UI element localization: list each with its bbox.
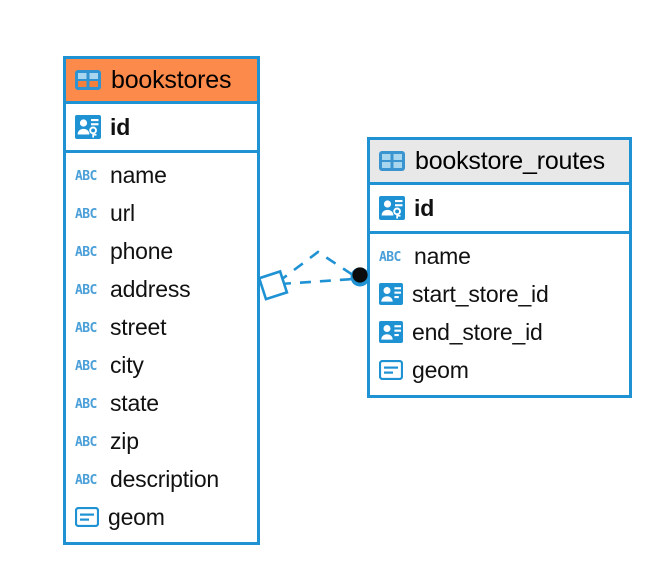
entity-bookstore-routes-pk-section: id [370, 185, 629, 234]
foreign-key-icon [379, 283, 403, 305]
field-row-url[interactable]: ABC url [66, 194, 257, 232]
svg-text:ABC: ABC [75, 283, 97, 297]
relationship-line-start-store [277, 250, 357, 284]
primary-key-icon [75, 115, 101, 139]
field-label-end-store-id: end_store_id [412, 318, 543, 345]
abc-text-icon: ABC [75, 357, 101, 373]
abc-text-icon: ABC [379, 248, 405, 264]
field-row-state[interactable]: ABC state [66, 384, 257, 422]
svg-text:ABC: ABC [75, 397, 97, 411]
svg-text:ABC: ABC [75, 169, 97, 183]
field-label-geom: geom [108, 503, 165, 530]
table-icon [75, 70, 101, 90]
field-label-zip: zip [110, 427, 139, 454]
relationship-line-end-store [279, 277, 355, 286]
field-row-end-store-id[interactable]: end_store_id [370, 313, 629, 351]
svg-text:ABC: ABC [75, 245, 97, 259]
field-row-name[interactable]: ABC name [370, 237, 629, 275]
entity-bookstores[interactable]: bookstores id [63, 56, 260, 545]
table-icon [379, 151, 405, 171]
field-row-zip[interactable]: ABC zip [66, 422, 257, 460]
entity-bookstore-routes-title: bookstore_routes [415, 146, 605, 175]
field-label-id: id [414, 194, 435, 221]
field-label-phone: phone [110, 237, 173, 264]
field-label-geom: geom [412, 356, 469, 383]
entity-bookstores-title: bookstores [111, 65, 232, 94]
entity-bookstore-routes-header[interactable]: bookstore_routes [370, 140, 629, 185]
field-row-geom[interactable]: geom [66, 498, 257, 536]
entity-bookstores-header[interactable]: bookstores [66, 59, 257, 104]
abc-text-icon: ABC [75, 205, 101, 221]
geometry-blob-icon [379, 360, 403, 380]
field-row-geom[interactable]: geom [370, 351, 629, 389]
field-label-start-store-id: start_store_id [412, 280, 549, 307]
svg-text:ABC: ABC [75, 435, 97, 449]
field-row-id[interactable]: id [370, 185, 629, 231]
field-label-city: city [110, 351, 144, 378]
field-label-id: id [110, 113, 131, 140]
field-label-state: state [110, 389, 159, 416]
abc-text-icon: ABC [75, 167, 101, 183]
abc-text-icon: ABC [75, 395, 101, 411]
field-row-phone[interactable]: ABC phone [66, 232, 257, 270]
foreign-key-icon [379, 321, 403, 343]
svg-text:ABC: ABC [75, 359, 97, 373]
field-row-name[interactable]: ABC name [66, 156, 257, 194]
field-label-url: url [110, 199, 135, 226]
field-row-city[interactable]: ABC city [66, 346, 257, 384]
field-row-description[interactable]: ABC description [66, 460, 257, 498]
abc-text-icon: ABC [75, 319, 101, 335]
primary-key-icon [379, 196, 405, 220]
field-row-address[interactable]: ABC address [66, 270, 257, 308]
abc-text-icon: ABC [75, 243, 101, 259]
field-row-street[interactable]: ABC street [66, 308, 257, 346]
field-row-start-store-id[interactable]: start_store_id [370, 275, 629, 313]
entity-bookstores-fields: ABC name ABC url ABC p [66, 153, 257, 541]
svg-text:ABC: ABC [75, 473, 97, 487]
field-label-name: name [110, 161, 167, 188]
field-label-address: address [110, 275, 191, 302]
abc-text-icon: ABC [75, 471, 101, 487]
entity-bookstores-pk-section: id [66, 104, 257, 153]
field-row-id[interactable]: id [66, 104, 257, 150]
diamond-marker [257, 269, 289, 301]
field-label-street: street [110, 313, 167, 340]
svg-text:ABC: ABC [75, 321, 97, 335]
field-label-name: name [414, 242, 471, 269]
geometry-blob-icon [75, 507, 99, 527]
abc-text-icon: ABC [75, 281, 101, 297]
entity-bookstore-routes-fields: ABC name start_store_id [370, 234, 629, 394]
svg-text:ABC: ABC [75, 207, 97, 221]
entity-bookstore-routes[interactable]: bookstore_routes id [367, 137, 632, 398]
field-label-description: description [110, 465, 220, 492]
abc-text-icon: ABC [75, 433, 101, 449]
svg-text:ABC: ABC [379, 250, 401, 264]
